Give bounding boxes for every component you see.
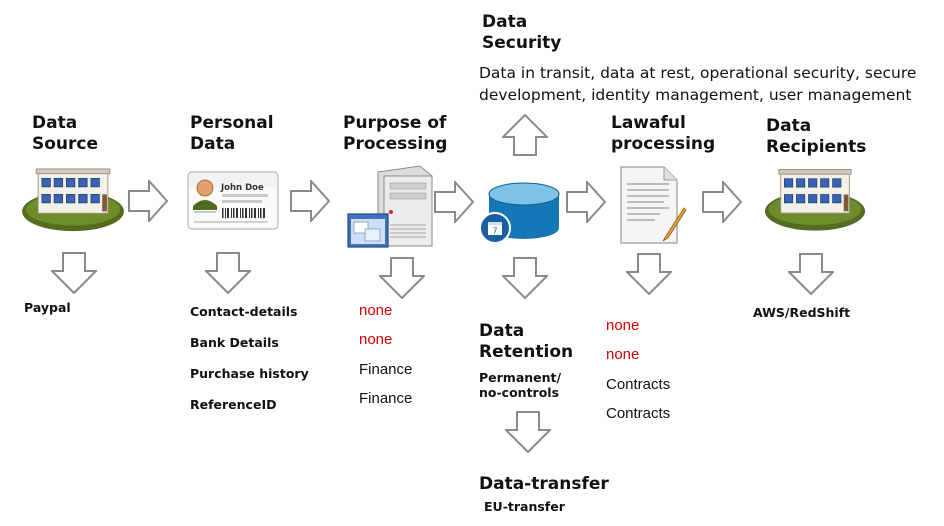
- building-source-icon: [21, 168, 125, 232]
- down-arrow-lawful: [626, 253, 672, 295]
- id-card-icon: [187, 171, 279, 230]
- security-description: Data in transit, data at rest, operation…: [479, 62, 916, 106]
- heading-personal-data: Personal Data: [190, 113, 274, 155]
- heading-data-source: Data Source: [32, 113, 98, 155]
- lawful-item: Contracts: [606, 376, 671, 393]
- heading-transfer: Data-transfer: [479, 474, 609, 494]
- building-recipients-icon: [764, 169, 866, 232]
- heading-lawful-line2: processing: [611, 134, 716, 154]
- retention-item: Permanent/: [479, 370, 562, 385]
- down-arrow-recipients: [788, 253, 834, 295]
- heading-security-line2: Security: [482, 33, 562, 53]
- lawful-item: none: [606, 346, 640, 363]
- personal-item: Purchase history: [190, 366, 309, 381]
- document-icon: [620, 166, 687, 244]
- heading-security: Data Security: [482, 12, 561, 54]
- server-icon: [347, 165, 433, 248]
- recipient-item: AWS/RedShift: [753, 305, 851, 320]
- heading-retention-line1: Data: [479, 321, 525, 341]
- flow-arrow-right-4: [566, 181, 606, 223]
- heading-personal-data-line2: Data: [190, 134, 236, 154]
- heading-purpose-line1: Purpose of: [343, 113, 447, 133]
- purpose-item: Finance: [359, 361, 413, 378]
- lawful-item: none: [606, 317, 640, 334]
- flow-arrow-right-2: [290, 180, 330, 222]
- source-item: Paypal: [24, 300, 71, 315]
- security-description-line1: Data in transit, data at rest, operation…: [479, 64, 917, 82]
- heading-data-source-line2: Source: [32, 134, 99, 154]
- down-arrow-source: [51, 252, 97, 294]
- purpose-item: none: [359, 331, 393, 348]
- down-arrow-personal: [205, 252, 251, 294]
- personal-item: Contact-details: [190, 304, 298, 319]
- purpose-item: Finance: [359, 390, 413, 407]
- heading-lawful: Lawaful processing: [611, 113, 715, 155]
- transfer-item: EU-transfer: [484, 499, 565, 514]
- heading-data-source-line1: Data: [32, 113, 78, 133]
- retention-item: no-controls: [479, 385, 560, 400]
- security-description-line2: development, identity management, user m…: [479, 86, 912, 104]
- svg-text:7: 7: [492, 227, 497, 236]
- personal-item: Bank Details: [190, 335, 279, 350]
- database-icon: 7: [479, 182, 560, 244]
- flow-arrow-right-5: [702, 181, 742, 223]
- heading-retention: Data Retention: [479, 321, 573, 363]
- flow-arrow-right-1: [128, 180, 168, 222]
- flow-arrow-right-3: [434, 181, 474, 223]
- heading-purpose: Purpose of Processing: [343, 113, 447, 155]
- down-arrow-purpose: [379, 257, 425, 299]
- heading-lawful-line1: Lawaful: [611, 113, 686, 133]
- lawful-item: Contracts: [606, 405, 671, 422]
- purpose-item: none: [359, 302, 393, 319]
- heading-retention-line2: Retention: [479, 342, 574, 362]
- down-arrow-retention: [505, 411, 551, 453]
- heading-security-line1: Data: [482, 12, 528, 32]
- heading-recipients: Data Recipients: [766, 116, 866, 158]
- heading-recipients-line2: Recipients: [766, 137, 867, 157]
- up-arrow-security: [502, 114, 548, 156]
- heading-personal-data-line1: Personal: [190, 113, 274, 133]
- heading-recipients-line1: Data: [766, 116, 812, 136]
- down-arrow-db: [502, 257, 548, 299]
- personal-item: ReferenceID: [190, 397, 277, 412]
- id-card-name: John Doe: [220, 183, 264, 193]
- heading-purpose-line2: Processing: [343, 134, 448, 154]
